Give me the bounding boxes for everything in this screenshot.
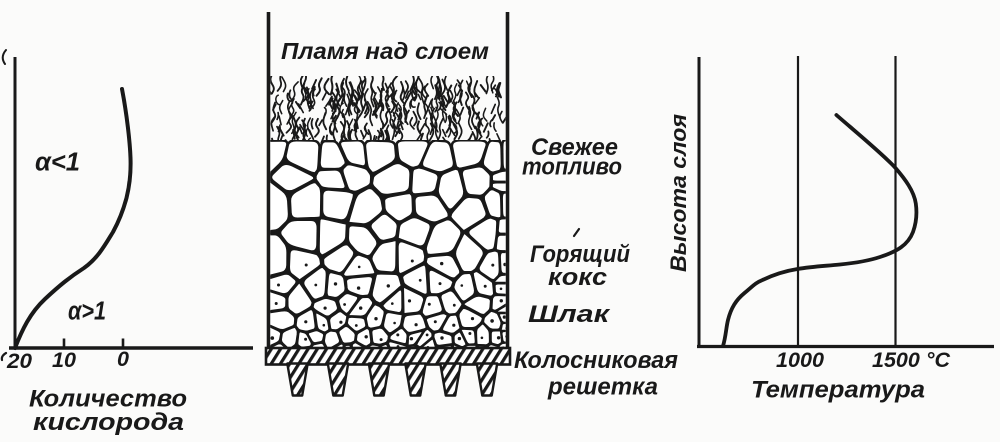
svg-text:Шлак: Шлак bbox=[528, 301, 611, 328]
svg-text:20: 20 bbox=[6, 350, 32, 373]
svg-text:кокс: кокс bbox=[548, 264, 607, 291]
svg-text:решетка: решетка bbox=[547, 374, 658, 401]
svg-text:топливо: топливо bbox=[522, 154, 622, 181]
svg-text:Количество: Количество bbox=[29, 386, 187, 413]
svg-text:кислорода: кислорода bbox=[33, 409, 184, 436]
svg-text:Колосниковая: Колосниковая bbox=[514, 347, 678, 374]
svg-text:1500 °C: 1500 °C bbox=[872, 349, 951, 372]
svg-text:α>1: α>1 bbox=[68, 296, 106, 326]
svg-text:Пламя над слоем: Пламя над слоем bbox=[281, 38, 489, 64]
svg-text:10: 10 bbox=[52, 349, 76, 372]
svg-text:Высота слоя: Высота слоя bbox=[666, 114, 691, 272]
svg-text:Свежее: Свежее bbox=[531, 134, 618, 161]
svg-text:Температура: Температура bbox=[751, 377, 925, 404]
svg-text:α<1: α<1 bbox=[35, 147, 80, 177]
svg-text:Горящий: Горящий bbox=[530, 241, 630, 268]
svg-text:0: 0 bbox=[117, 348, 129, 371]
svg-text:1000: 1000 bbox=[776, 349, 824, 372]
